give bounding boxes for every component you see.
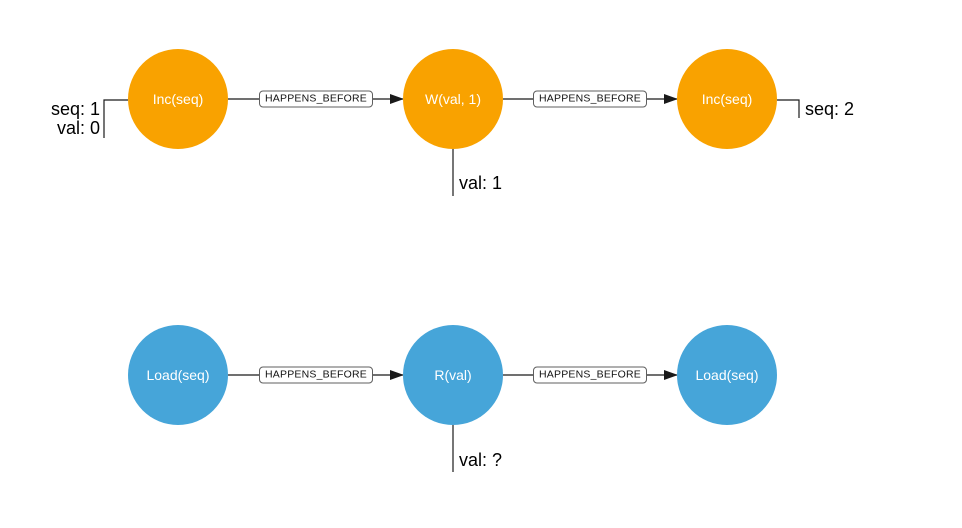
annotation-initial-seq: seq: 1	[50, 99, 100, 119]
annotation-initial-state: seq: 1 val: 0	[20, 100, 100, 138]
node-label: Load(seq)	[695, 367, 759, 383]
annotation-connector-final-seq	[777, 99, 800, 118]
annotation-final-seq: seq: 2	[805, 99, 855, 119]
annotation-write-val: val: 1	[459, 173, 503, 193]
edge-label-happens-before-4: HAPPENS_BEFORE	[533, 366, 647, 384]
node-inc-seq-second: Inc(seq)	[677, 49, 777, 149]
edge-label-happens-before-3: HAPPENS_BEFORE	[259, 366, 373, 384]
node-label: Inc(seq)	[152, 91, 204, 107]
node-label: W(val, 1)	[425, 91, 481, 107]
node-write-val: W(val, 1)	[403, 49, 503, 149]
node-label: R(val)	[434, 367, 472, 383]
annotation-connector-initial-state	[103, 99, 128, 138]
node-inc-seq-first: Inc(seq)	[128, 49, 228, 149]
node-load-seq-second: Load(seq)	[677, 325, 777, 425]
node-load-seq-first: Load(seq)	[128, 325, 228, 425]
annotation-read-val: val: ?	[459, 450, 503, 470]
node-label: Load(seq)	[146, 367, 210, 383]
edge-label-happens-before-2: HAPPENS_BEFORE	[533, 90, 647, 108]
edge-label-happens-before-1: HAPPENS_BEFORE	[259, 90, 373, 108]
node-read-val: R(val)	[403, 325, 503, 425]
annotation-initial-val: val: 0	[56, 118, 100, 138]
node-label: Inc(seq)	[701, 91, 753, 107]
